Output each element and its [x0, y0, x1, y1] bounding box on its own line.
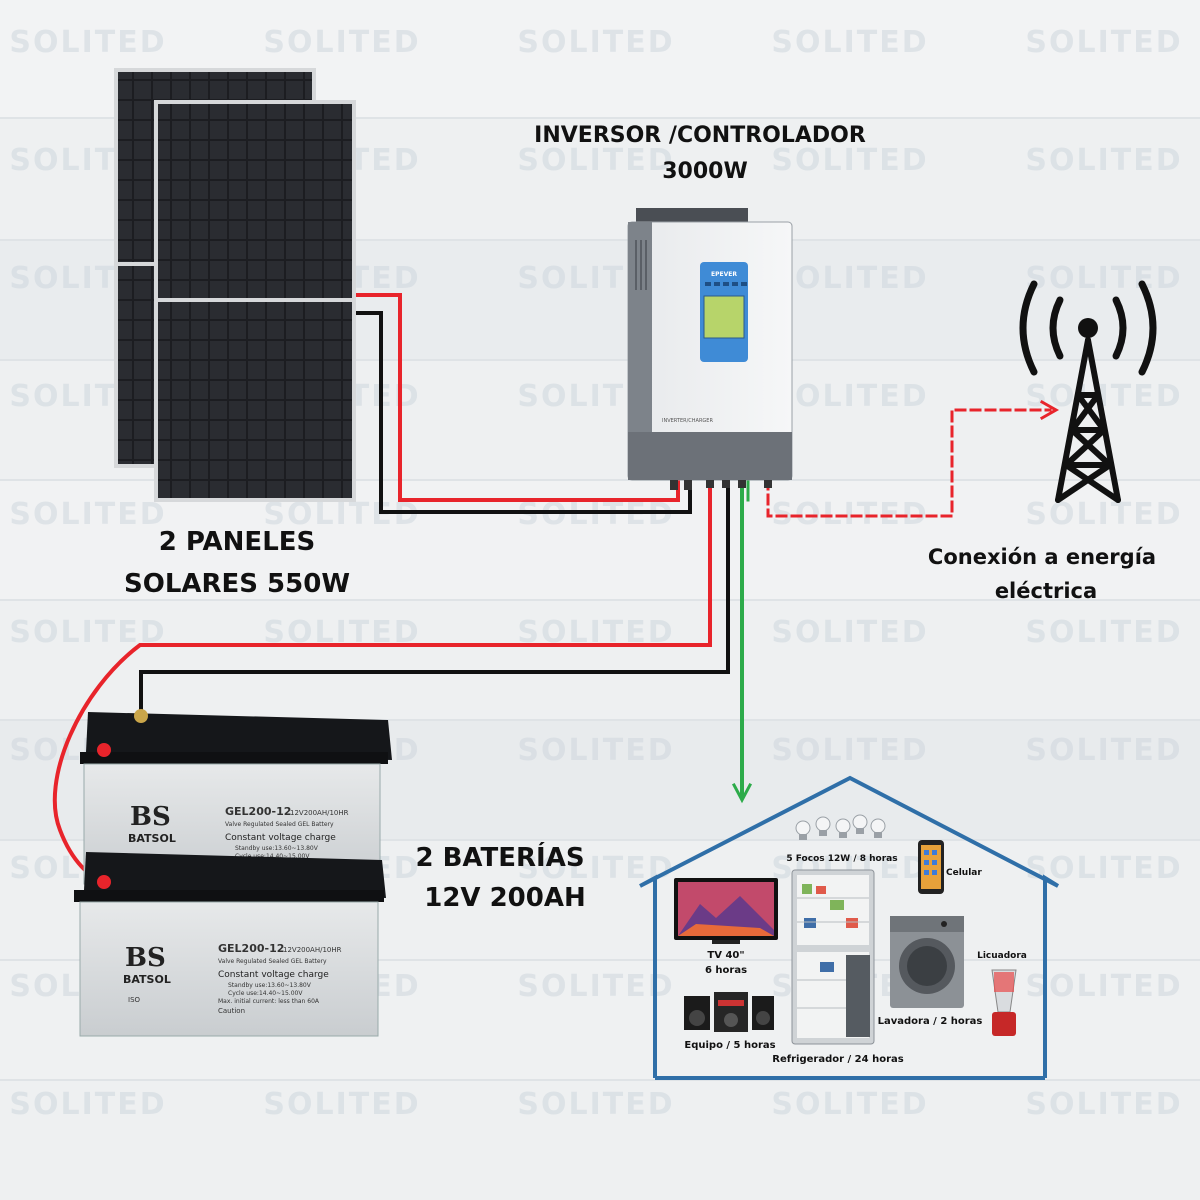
watermark-text: SOLITED — [1025, 143, 1182, 178]
watermark-text: SOLITED — [9, 25, 166, 60]
battery-bottom: BS BATSOL GEL200-12 12V200AH/10HR Valve … — [74, 852, 386, 1037]
battery-negative-wire — [139, 480, 730, 714]
battery-top-charge: Constant voltage charge — [225, 833, 336, 843]
watermark-text: SOLITED — [517, 143, 674, 178]
watermark-text: SOLITED — [1025, 733, 1182, 768]
smartphone-icon — [918, 840, 944, 894]
inverter-unit: EPEVER INVERTER/CHARGER — [627, 208, 793, 490]
stereo-icon — [684, 992, 774, 1032]
battery-bottom-iso: ISO — [128, 996, 141, 1004]
load-tv-line2: 6 horas — [705, 965, 747, 976]
load-refrigerador: Refrigerador / 24 horas — [772, 1054, 903, 1065]
watermark-text: SOLITED — [771, 25, 928, 60]
watermark-text: SOLITED — [771, 733, 928, 768]
watermark-text: SOLITED — [1025, 615, 1182, 650]
battery-bottom-model-detail: 12V200AH/10HR — [283, 946, 342, 954]
watermark-text: SOLITED — [1025, 497, 1182, 532]
watermark-text: SOLITED — [263, 25, 420, 60]
watermark-text: SOLITED — [1025, 1087, 1182, 1122]
watermark-text: SOLITED — [9, 497, 166, 532]
watermark-text: SOLITED — [517, 1087, 674, 1122]
battery-bottom-cycle: Cycle use:14.40~15.00V — [228, 990, 303, 997]
watermark-text: SOLITED — [1025, 261, 1182, 296]
batteries-label-line1: 2 BATERÍAS — [415, 841, 584, 873]
battery-bank: BS BATSOL GEL200-12 12V200AH/10HR Valve … — [74, 709, 392, 1037]
watermark-text: SOLITED — [263, 1087, 420, 1122]
battery-bottom-brand: BATSOL — [123, 973, 171, 986]
house-outline — [639, 775, 1060, 1080]
battery-top-model: GEL200-12 — [225, 805, 291, 818]
watermark-text: SOLITED — [517, 969, 674, 1004]
watermark-text: SOLITED — [517, 733, 674, 768]
panel-positive-wire — [353, 293, 680, 502]
watermark-text: SOLITED — [1025, 25, 1182, 60]
grid-arrow-head — [1039, 399, 1060, 421]
load-celular: Celular — [946, 868, 982, 878]
load-focos: 5 Focos 12W / 8 horas — [786, 854, 897, 864]
watermark-text: SOLITED — [263, 497, 420, 532]
watermark-text: SOLITED — [9, 1087, 166, 1122]
watermark-text: SOLITED — [771, 615, 928, 650]
watermark-text: SOLITED — [771, 1087, 928, 1122]
panel-negative-wire — [353, 311, 692, 514]
battery-bottom-subtitle: Valve Regulated Sealed GEL Battery — [218, 958, 327, 965]
battery-top-subtitle: Valve Regulated Sealed GEL Battery — [225, 821, 334, 828]
inverter-label-line1: INVERSOR /CONTROLADOR — [534, 123, 866, 148]
load-licuadora: Licuadora — [977, 951, 1027, 961]
antenna-tower-icon — [1019, 280, 1157, 503]
refrigerator-icon — [791, 869, 875, 1045]
watermark-text: SOLITED — [771, 261, 928, 296]
watermark-text: SOLITED — [517, 497, 674, 532]
load-equipo: Equipo / 5 horas — [684, 1040, 775, 1051]
battery-bottom-logo: BS — [125, 943, 166, 973]
tv-icon — [674, 878, 778, 944]
battery-top-brand: BATSOL — [128, 832, 176, 845]
grid-label-line2: eléctrica — [995, 579, 1097, 603]
load-lavadora: Lavadora / 2 horas — [878, 1016, 983, 1027]
blender-icon — [991, 969, 1017, 1036]
watermark-text: SOLITED — [1025, 969, 1182, 1004]
battery-top-model-detail: 12V200AH/10HR — [290, 809, 349, 817]
load-tv-line1: TV 40" — [707, 950, 744, 961]
battery-top-standby: Standby use:13.60~13.80V — [235, 845, 319, 852]
battery-bottom-standby: Standby use:13.60~13.80V — [228, 982, 312, 989]
inverter-label-line2: 3000W — [662, 159, 748, 184]
solar-panel-front — [154, 100, 356, 502]
ac-arrow-head — [731, 782, 753, 804]
batteries-label-line2: 12V 200AH — [424, 883, 586, 913]
light-bulbs-icon — [795, 814, 886, 840]
watermark-text: SOLITED — [771, 379, 928, 414]
grid-connection-wire — [766, 408, 1052, 518]
battery-bottom-max: Max. initial current: less than 60A — [218, 998, 320, 1005]
battery-top-cycle: Cycle use:14.40~15.00V — [235, 853, 310, 860]
battery-bottom-model: GEL200-12 — [218, 942, 284, 955]
battery-bottom-caution: Caution — [218, 1007, 245, 1015]
washing-machine-icon — [890, 916, 964, 1008]
panels-label-line2: SOLARES 550W — [124, 569, 350, 599]
panels-label-line1: 2 PANELES — [159, 527, 316, 557]
watermark-text: SOLITED — [517, 25, 674, 60]
watermark-text: SOLITED — [771, 143, 928, 178]
solar-panels — [114, 68, 356, 502]
battery-bottom-charge: Constant voltage charge — [218, 970, 329, 980]
inverter-brand: EPEVER — [711, 271, 737, 278]
battery-top-logo: BS — [130, 802, 171, 832]
inverter-panel-text: INVERTER/CHARGER — [662, 418, 713, 424]
grid-label-line1: Conexión a energía — [928, 545, 1156, 569]
